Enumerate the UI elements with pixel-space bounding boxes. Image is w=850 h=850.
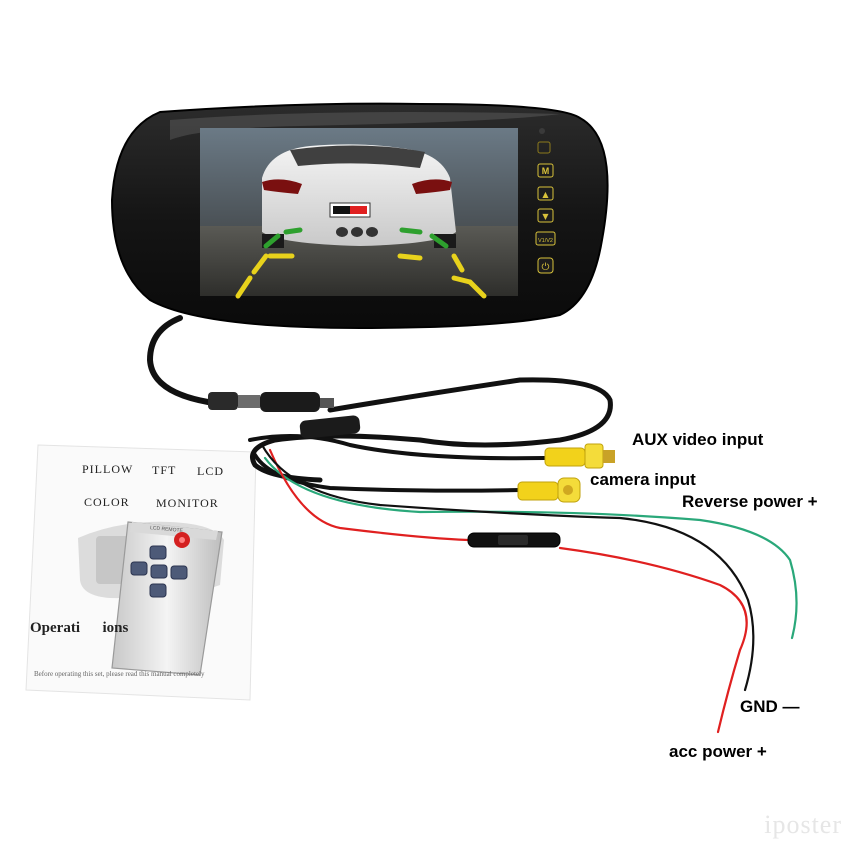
monitor-button-panel: M ▲ ▼ V1/V2 ⏻ bbox=[535, 128, 556, 274]
manual-title-line2-monitor: MONITOR bbox=[156, 496, 219, 510]
manual-title-line2-color: COLOR bbox=[84, 495, 130, 509]
label-aux-video-input: AUX video input bbox=[632, 430, 764, 449]
camera-rca-plug bbox=[517, 477, 581, 503]
manual-title-line1-lcd: LCD bbox=[197, 464, 224, 478]
mirror-monitor: M ▲ ▼ V1/V2 ⏻ bbox=[110, 102, 609, 330]
source-button-label: V1/V2 bbox=[538, 238, 553, 244]
up-button-label: ▲ bbox=[542, 190, 549, 199]
label-acc-power: acc power + bbox=[669, 742, 767, 761]
label-camera-input: camera input bbox=[590, 470, 696, 489]
menu-button bbox=[537, 163, 554, 178]
up-button bbox=[537, 186, 554, 201]
down-button-label: ▼ bbox=[542, 212, 549, 221]
watermark: iposter bbox=[764, 810, 842, 839]
remote-label: LCD REMOTE bbox=[150, 525, 184, 534]
source-button bbox=[535, 231, 556, 246]
remote-dpad bbox=[130, 545, 188, 598]
down-button bbox=[537, 208, 554, 223]
power-button bbox=[537, 257, 554, 274]
label-gnd: GND — bbox=[740, 697, 800, 716]
power-icon: ⏻ bbox=[542, 262, 550, 273]
manual-title-line1-tft: TFT bbox=[152, 463, 177, 477]
remote-control bbox=[111, 521, 223, 676]
monitor-screen bbox=[200, 128, 518, 299]
manual-heading: Operati ions bbox=[30, 620, 129, 636]
manual-footnote: Before operating this set, please read t… bbox=[34, 670, 205, 678]
cable-connector bbox=[208, 392, 361, 439]
cable-harness bbox=[146, 315, 798, 734]
label-reverse-power: Reverse power + bbox=[682, 492, 818, 511]
aux-rca-plug bbox=[544, 443, 615, 469]
manual-title-line1-pillow: PILLOW bbox=[82, 462, 134, 476]
car-rear-image bbox=[262, 144, 456, 248]
menu-button-label: M bbox=[542, 166, 550, 176]
parking-guide-lines bbox=[235, 227, 487, 299]
